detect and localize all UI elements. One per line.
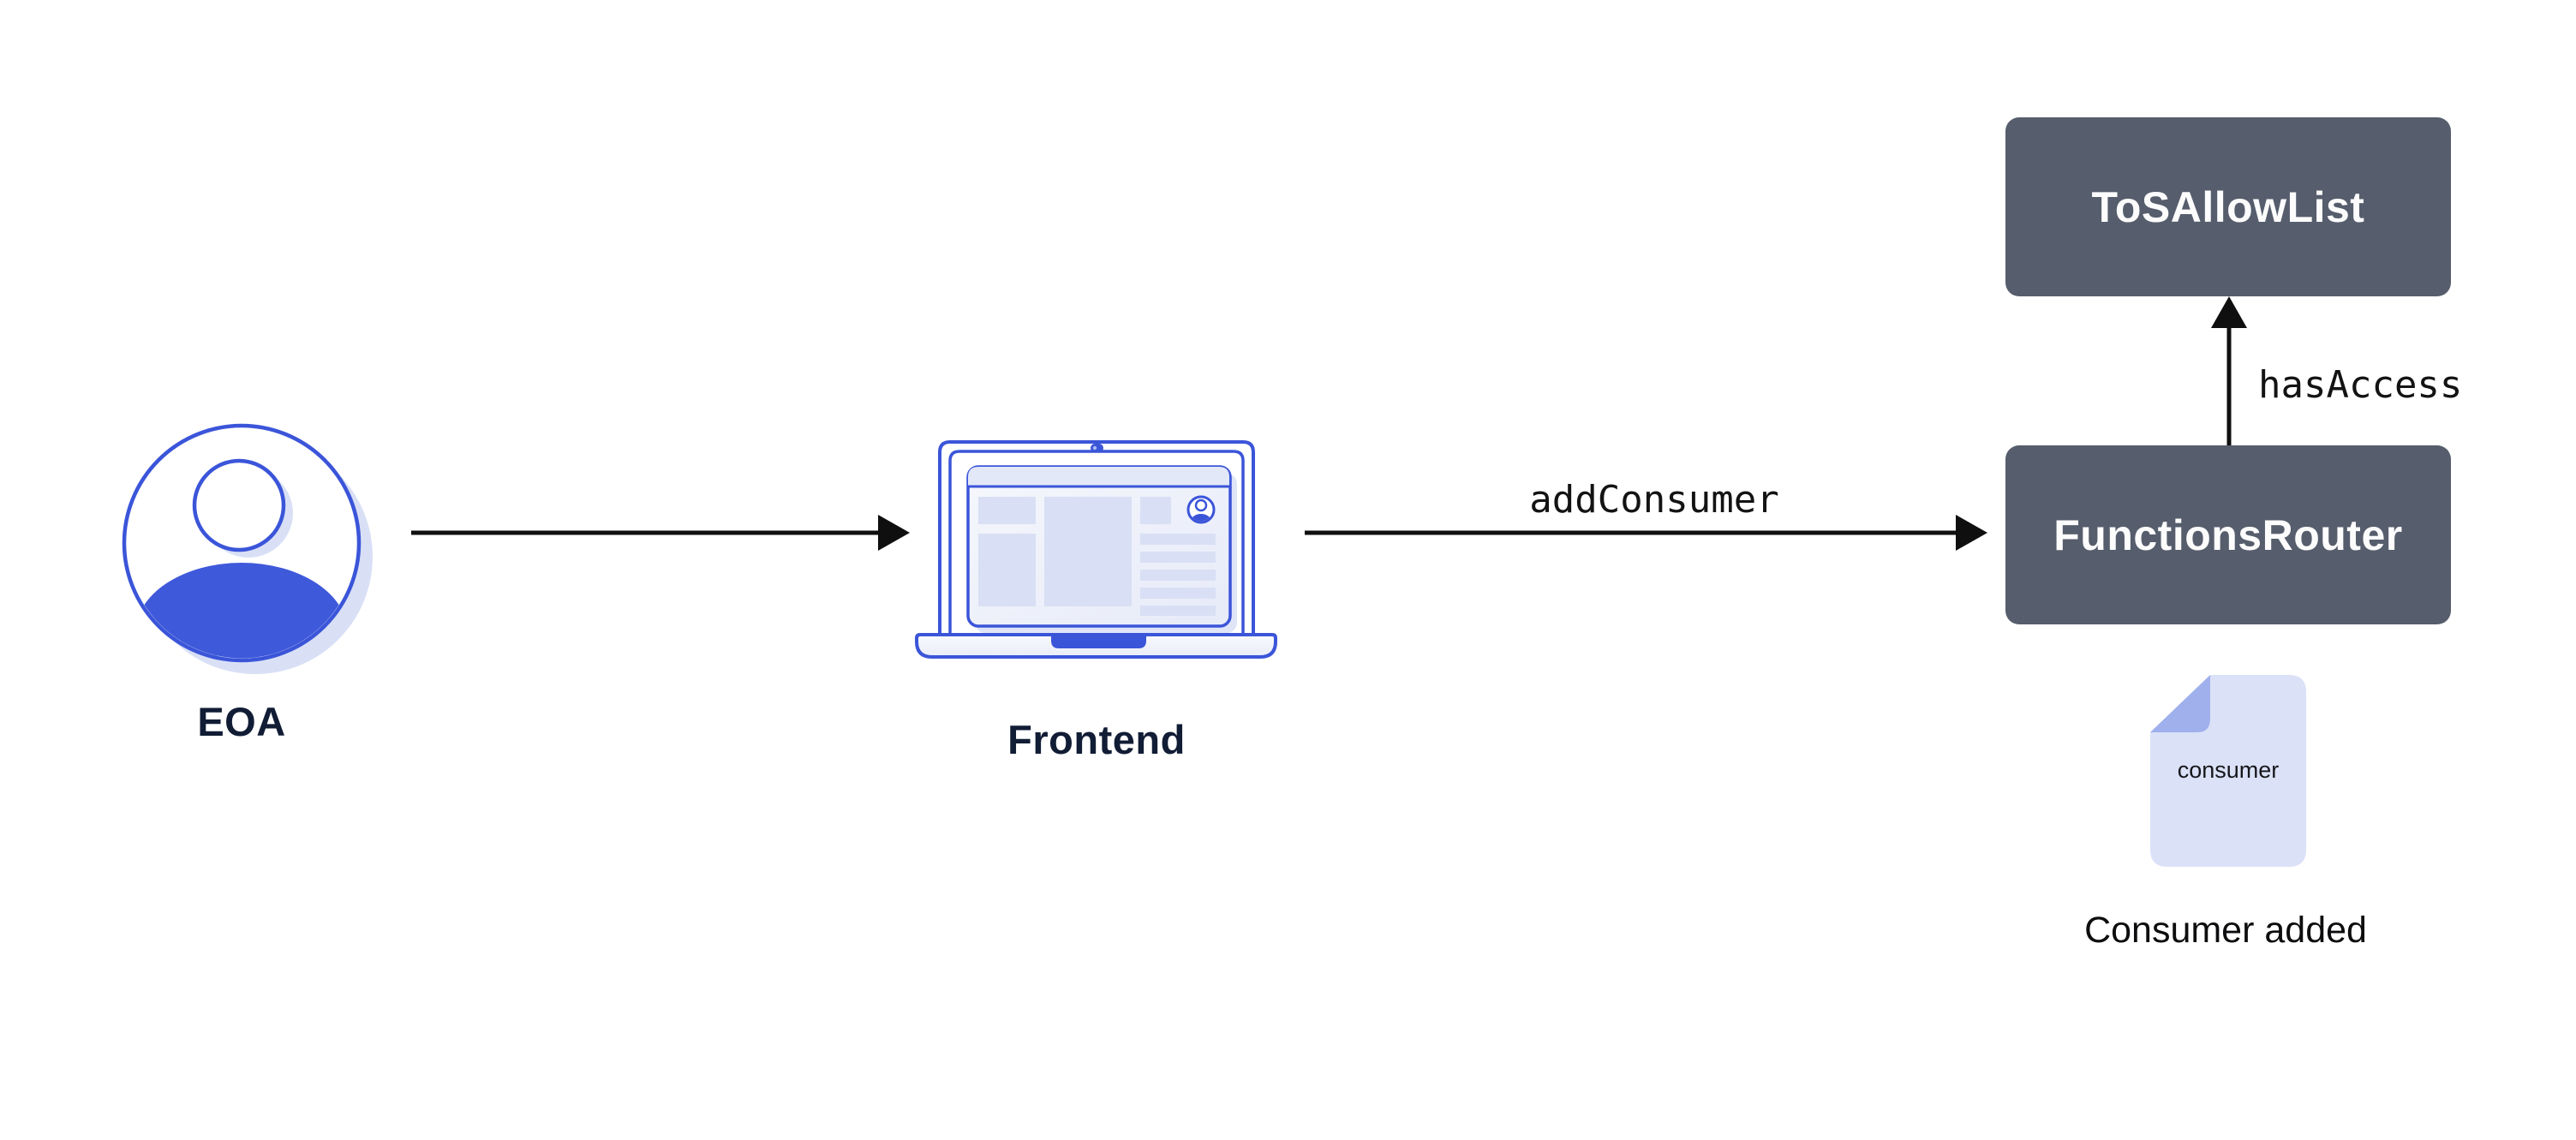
arrow-functionsrouter-to-tosallowlist <box>2211 296 2247 445</box>
functionsrouter-label: FunctionsRouter <box>2053 510 2403 559</box>
frontend-label: Frontend <box>1007 717 1186 762</box>
eoa-label: EOA <box>197 699 286 744</box>
arrow-frontend-to-functionsrouter <box>1305 515 1987 551</box>
laptop-icon <box>915 440 1277 659</box>
document-icon: consumer <box>2150 675 2306 867</box>
laptop-base-notch <box>1051 635 1146 648</box>
tosallowlist-label: ToSAllowList <box>2091 182 2365 231</box>
laptop-webcam <box>1091 444 1103 452</box>
edge-label-hasaccess: hasAccess <box>2258 363 2463 407</box>
document-fold-corner <box>2150 675 2210 732</box>
arrow-eoa-to-frontend <box>411 515 910 551</box>
contract-box-functionsrouter: FunctionsRouter <box>2005 445 2451 624</box>
consumer-added-caption: Consumer added <box>2084 910 2367 951</box>
browser-user-avatar-icon <box>1186 495 1216 524</box>
avatar-head <box>192 458 286 552</box>
laptop-webcam-dot <box>1092 445 1097 451</box>
browser-content-blocks <box>978 497 1216 616</box>
contract-box-tosallowlist: ToSAllowList <box>2005 117 2451 296</box>
browser-header-bar <box>968 467 1229 486</box>
edge-label-addconsumer: addConsumer <box>1529 478 1779 522</box>
user-avatar-icon <box>122 423 373 674</box>
document-label: consumer <box>2177 757 2280 783</box>
avatar-shoulders <box>135 563 348 659</box>
